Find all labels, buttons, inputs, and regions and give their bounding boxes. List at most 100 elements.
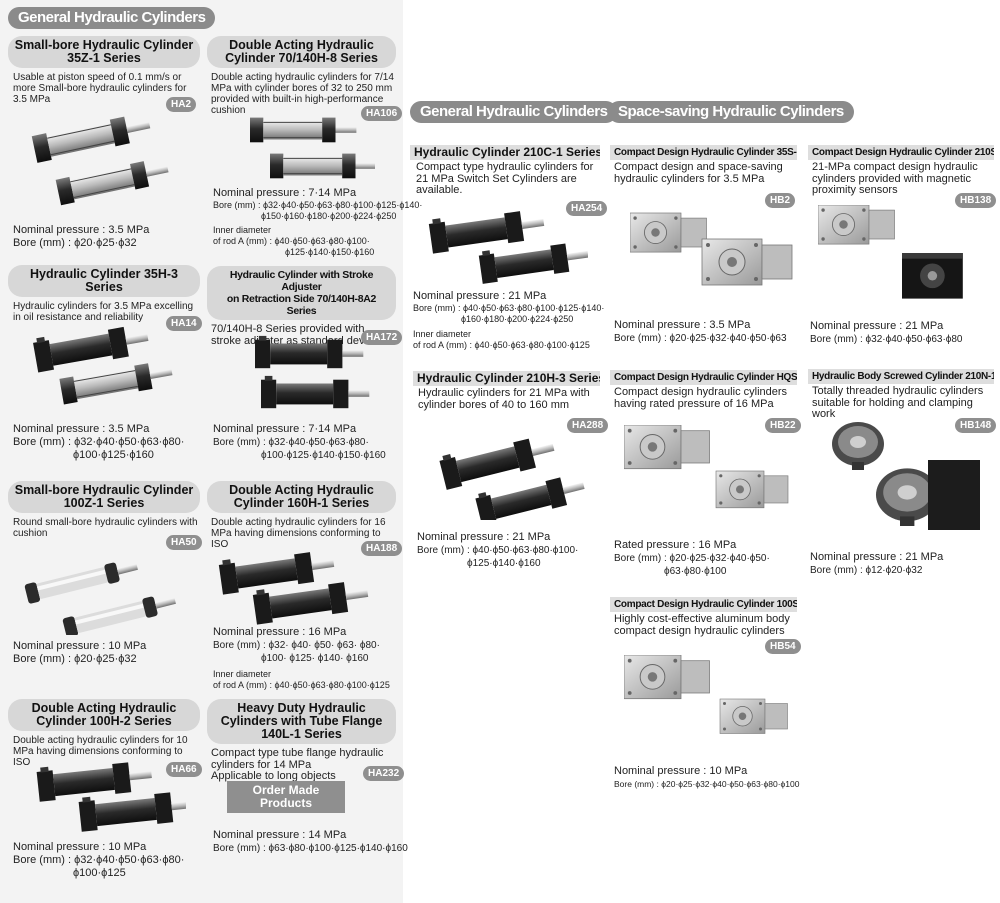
card-70-140h-8[interactable]: Double Acting Hydraulic Cylinder 70/140H… (207, 36, 396, 116)
spec-block-160h-1: Nominal pressure : 16 MPa Bore (mm) : ϕ3… (213, 626, 390, 691)
bore-sizes-cont: ϕ63·ϕ80·ϕ100 (664, 566, 727, 577)
card-title: Compact Design Hydraulic Cylinder 35S-1 … (610, 145, 797, 160)
bore-sizes-cont: ϕ100·ϕ125·ϕ160 (73, 449, 154, 461)
bore-sizes: Bore (mm) : ϕ20·ϕ25·ϕ32 (13, 237, 137, 249)
card-title-line2: on Retraction Side 70/140H-8A2 Series (226, 293, 377, 317)
spec-block-100z-1: Nominal pressure : 10 MPa Bore (mm) : ϕ2… (13, 640, 146, 666)
bore-sizes: Bore (mm) : ϕ32·ϕ40·ϕ50·ϕ63·ϕ80·ϕ100·ϕ12… (213, 200, 423, 210)
card-title-line1: Hydraulic Cylinder with Stroke Adjuster (229, 269, 374, 293)
card-description: Compact design and space-saving hydrauli… (614, 161, 783, 185)
card-210n-1[interactable]: Hydraulic Body Screwed Cylinder 210N-1 S… (808, 369, 994, 421)
catalog-code-badge: HA106 (361, 106, 403, 121)
section-title-space-saving: Space-saving Hydraulic Cylinders (608, 101, 854, 123)
bore-sizes: Bore (mm) : ϕ40·ϕ50·ϕ63·ϕ80·ϕ100· (417, 545, 579, 556)
bore-sizes-cont: ϕ100·ϕ125 (73, 867, 126, 879)
card-70-140h-8a2[interactable]: Hydraulic Cylinder with Stroke Adjuster … (207, 266, 396, 347)
catalog-code-badge: HA66 (166, 762, 202, 777)
card-description: Hydraulic cylinders for 3.5 MPa excellin… (13, 301, 194, 323)
catalog-code-badge: HA50 (166, 535, 202, 550)
card-description: Usable at piston speed of 0.1 mm/s or mo… (13, 72, 187, 105)
spec-block-35z-1: Nominal pressure : 3.5 MPa Bore (mm) : ϕ… (13, 224, 149, 250)
spec-block-100s-1: Nominal pressure : 10 MPa Bore (mm) : ϕ2… (614, 765, 800, 791)
bore-sizes: Bore (mm) : ϕ20·ϕ25·ϕ32·ϕ40·ϕ50·ϕ63·ϕ80·… (614, 779, 800, 789)
rod-label: Inner diameter (413, 329, 472, 339)
card-description-2: Applicable to long objects (211, 770, 336, 782)
card-35h-3[interactable]: Hydraulic Cylinder 35H-3 Series Hydrauli… (8, 265, 200, 323)
nominal-pressure: Nominal pressure : 14 MPa (213, 829, 347, 841)
catalog-code-badge: HA14 (166, 316, 202, 331)
catalog-code-badge: HA288 (567, 418, 609, 433)
rod-sizes-cont: ϕ125·ϕ140·ϕ150·ϕ160 (285, 247, 375, 257)
card-description: Highly cost-effective aluminum body comp… (614, 613, 790, 637)
nominal-pressure: Nominal pressure : 3.5 MPa (13, 423, 150, 435)
card-title: Hydraulic Cylinder 210C-1 Series (410, 145, 600, 160)
card-description: Round small-bore hydraulic cylinders wit… (13, 517, 198, 539)
card-title: Compact Design Hydraulic Cylinder 100S-1… (610, 597, 797, 612)
catalog-code-badge: HA232 (363, 766, 405, 781)
rated-pressure: Rated pressure : 16 MPa (614, 539, 737, 551)
card-title: Compact Design Hydraulic Cylinder HQS2 S… (610, 370, 797, 385)
card-100h-2[interactable]: Double Acting Hydraulic Cylinder 100H-2 … (8, 699, 200, 768)
section-title-general-left: General Hydraulic Cylinders (8, 7, 216, 29)
catalog-code-badge: HA188 (361, 541, 403, 556)
rod-sizes: of rod A (mm) : ϕ40·ϕ50·ϕ63·ϕ80·ϕ100· (213, 236, 370, 246)
product-image-70-140h-8a2 (255, 335, 370, 409)
product-image-100z-1 (24, 557, 178, 635)
card-hqs2[interactable]: Compact Design Hydraulic Cylinder HQS2 S… (610, 370, 797, 410)
card-35z-1[interactable]: Small-bore Hydraulic Cylinder 35Z-1 Seri… (8, 36, 200, 105)
spec-block-hqs2: Rated pressure : 16 MPa Bore (mm) : ϕ20·… (614, 539, 770, 578)
card-210h-3[interactable]: Hydraulic Cylinder 210H-3 Series Hydraul… (413, 371, 600, 411)
bore-sizes: Bore (mm) : ϕ32·ϕ40·ϕ50·ϕ63·ϕ80 (810, 334, 963, 345)
spec-block-70-140h-8: Nominal pressure : 7·14 MPa Bore (mm) : … (213, 187, 422, 258)
card-210c-1[interactable]: Hydraulic Cylinder 210C-1 Series Compact… (410, 145, 600, 197)
card-title: Small-bore Hydraulic Cylinder 35Z-1 Seri… (8, 36, 200, 68)
card-title: Double Acting Hydraulic Cylinder 100H-2 … (8, 699, 200, 731)
bore-sizes-cont: ϕ150·ϕ160·ϕ180·ϕ200·ϕ224·ϕ250 (261, 211, 397, 221)
product-image-35h-3 (32, 325, 175, 405)
catalog-code-badge: HA254 (566, 201, 608, 216)
catalog-code-badge: HB148 (955, 418, 997, 433)
bore-sizes-cont: ϕ100· ϕ125· ϕ140· ϕ160 (261, 653, 369, 664)
card-title: Hydraulic Cylinder with Stroke Adjuster … (207, 266, 396, 320)
rod-label: Inner diameter (213, 225, 272, 235)
product-image-160h-1 (218, 545, 370, 625)
bore-sizes: Bore (mm) : ϕ20·ϕ25·ϕ32·ϕ40·ϕ50·ϕ63 (614, 333, 787, 344)
bore-sizes-cont: ϕ160·ϕ180·ϕ200·ϕ224·ϕ250 (461, 314, 574, 324)
card-description: Double acting hydraulic cylinders for 7/… (211, 72, 394, 116)
product-image-100h-2 (36, 760, 186, 832)
nominal-pressure: Nominal pressure : 10 MPa (13, 640, 147, 652)
product-image-210n-1 (832, 422, 980, 530)
spec-block-70-140h-8a2: Nominal pressure : 7·14 MPa Bore (mm) : … (213, 423, 386, 462)
card-140l-1[interactable]: Heavy Duty Hydraulic Cylinders with Tube… (207, 699, 396, 783)
bore-sizes: Bore (mm) : ϕ40·ϕ50·ϕ63·ϕ80·ϕ100·ϕ125·ϕ1… (413, 303, 605, 313)
card-description: Compact type tube flange hydraulic cylin… (211, 747, 384, 771)
nominal-pressure: Nominal pressure : 10 MPa (614, 765, 748, 777)
card-title: Double Acting Hydraulic Cylinder 160H-1 … (207, 481, 396, 513)
nominal-pressure: Nominal pressure : 21 MPa (413, 290, 547, 302)
spec-block-35h-3: Nominal pressure : 3.5 MPa Bore (mm) : ϕ… (13, 423, 184, 462)
card-100s-1[interactable]: Compact Design Hydraulic Cylinder 100S-1… (610, 597, 797, 637)
bore-sizes: Bore (mm) : ϕ20·ϕ25·ϕ32 (13, 653, 137, 665)
nominal-pressure: Nominal pressure : 10 MPa (13, 841, 147, 853)
card-210s-1[interactable]: Compact Design Hydraulic Cylinder 210S-1… (808, 145, 994, 197)
nominal-pressure: Nominal pressure : 3.5 MPa (614, 319, 751, 331)
nominal-pressure: Nominal pressure : 21 MPa (417, 531, 551, 543)
card-description: 70/140H-8 Series provided with stroke ad… (211, 323, 379, 347)
spec-block-35s-1: Nominal pressure : 3.5 MPa Bore (mm) : ϕ… (614, 319, 787, 345)
rod-sizes: of rod A (mm) : ϕ40·ϕ50·ϕ63·ϕ80·ϕ100·ϕ12… (213, 680, 390, 690)
spec-block-210h-3: Nominal pressure : 21 MPa Bore (mm) : ϕ4… (417, 531, 578, 570)
bore-sizes: Bore (mm) : ϕ32· ϕ40· ϕ50· ϕ63· ϕ80· (213, 640, 380, 651)
spec-block-210n-1: Nominal pressure : 21 MPa Bore (mm) : ϕ1… (810, 551, 943, 577)
card-35s-1[interactable]: Compact Design Hydraulic Cylinder 35S-1 … (610, 145, 797, 185)
spec-block-210s-1: Nominal pressure : 21 MPa Bore (mm) : ϕ3… (810, 320, 963, 346)
bore-sizes: Bore (mm) : ϕ63·ϕ80·ϕ100·ϕ125·ϕ140·ϕ160 (213, 843, 408, 854)
catalog-code-badge: HB54 (765, 639, 801, 654)
catalog-code-badge: HA2 (166, 97, 197, 112)
card-description: Totally threaded hydraulic cylinders sui… (812, 385, 984, 420)
card-100z-1[interactable]: Small-bore Hydraulic Cylinder 100Z-1 Ser… (8, 481, 200, 539)
product-image-210h-3 (438, 429, 588, 520)
bore-sizes: Bore (mm) : ϕ32·ϕ40·ϕ50·ϕ63·ϕ80· (13, 436, 185, 448)
card-160h-1[interactable]: Double Acting Hydraulic Cylinder 160H-1 … (207, 481, 396, 550)
product-image-hqs2 (624, 425, 789, 509)
nominal-pressure: Nominal pressure : 3.5 MPa (13, 224, 150, 236)
